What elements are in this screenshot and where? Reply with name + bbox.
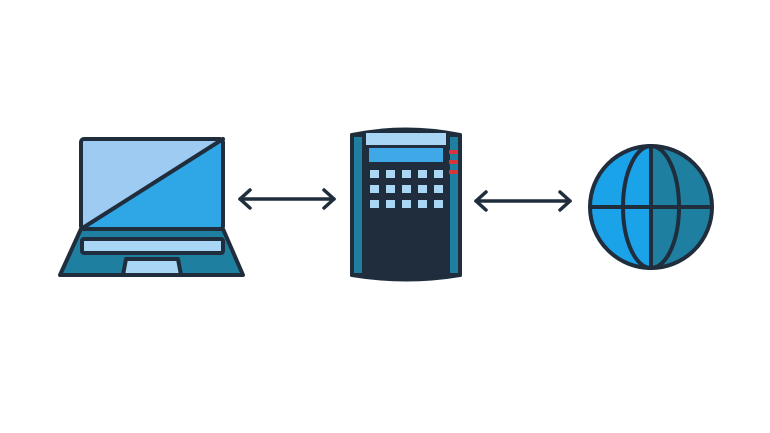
device-led-2: [449, 160, 458, 164]
device-keypad: [370, 170, 443, 208]
device-led-3: [449, 170, 458, 174]
laptop-icon: [58, 137, 245, 277]
laptop-keyboard: [80, 237, 225, 255]
device-band-left: [350, 133, 366, 277]
device-display: [367, 146, 445, 164]
device-led-1: [449, 150, 458, 154]
globe-icon: [588, 144, 714, 270]
laptop-trackpad: [121, 257, 183, 277]
bidirectional-arrow-left: [238, 188, 336, 210]
laptop-screen-diagonal: [79, 137, 225, 231]
device-band-right: [446, 133, 462, 277]
bidirectional-arrow-right: [474, 190, 572, 212]
network-appliance-icon: [350, 127, 462, 282]
device-top-panel: [366, 133, 446, 145]
